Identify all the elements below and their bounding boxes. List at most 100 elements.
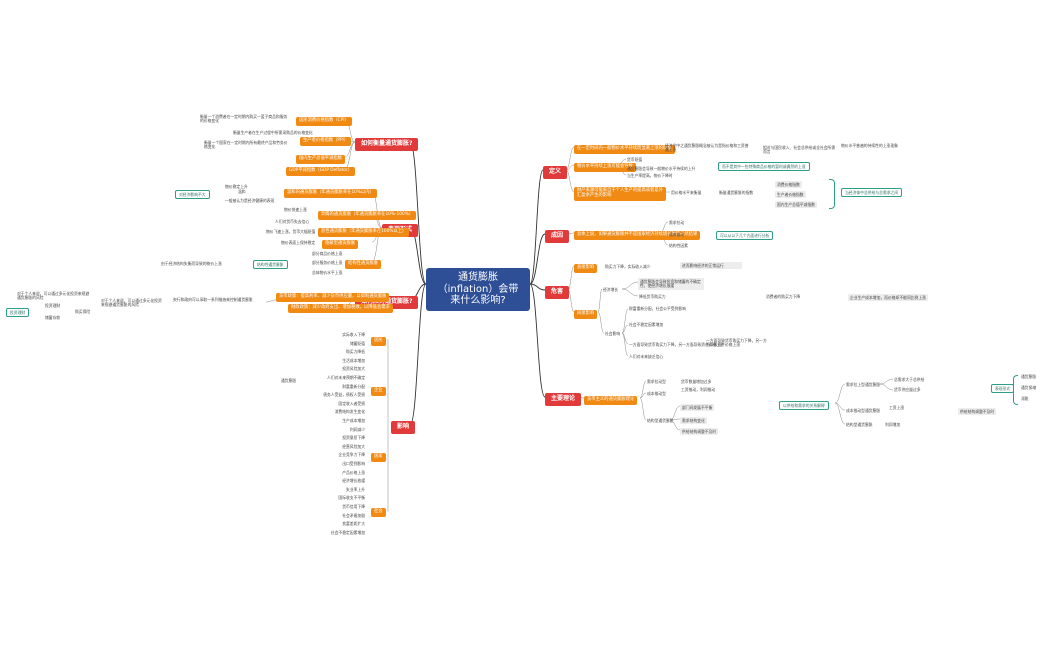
hazard-b2d: 人们对未来缺乏信心 [629,354,664,359]
connector [639,380,647,399]
forms-b[interactable]: 奔腾的通货膨胀（年通货膨胀率在10%-100%） [318,211,417,220]
connector [834,383,846,404]
hazard-a[interactable]: 直接影响 [574,264,598,273]
definition-c2: 衡量通货膨胀的指数 [719,190,754,195]
definition-b3: 当生产率提高，物价下降时 [627,173,673,178]
forms-e1: 部分商品价格上涨 [312,251,343,256]
hazard-b1c: 消费者的购买力下降 [766,294,801,299]
definition-b[interactable]: 物价水平持续上涨可能会导致 [574,163,636,172]
connector [621,281,639,290]
forms-a1: 物价稳定上升 [225,184,248,189]
impact-item: 经济增长放缓 [342,478,365,484]
definition-c3c: 国内生产总值平减指数 [775,201,817,209]
theory-a3b: 需求结构变化 [680,417,707,425]
root-node[interactable]: 通货膨胀（inflation）会带来什么影响? [426,268,530,311]
response-note2: 对于个人来说，可以通过多元化投资来规避通货膨胀的风险 [101,298,162,308]
impact-item: 失业率上升 [346,486,365,492]
connector [669,419,681,431]
impact-item: 生活成本增加 [342,357,365,363]
measure-d[interactable]: GDP平减指数（GDP Deflator） [286,167,355,176]
connector [529,283,546,398]
branch-measure[interactable]: 如何衡量通货膨胀? [355,138,419,151]
definition-c[interactable]: 财产来源可能来自于个人生产的提高或者是外汇盈余产生的影响 [574,187,666,201]
response-b[interactable]: 财政政策：减少政府支出、增加税收，以降低总需求 [288,304,393,313]
forms-d1: 物价表面上保持稳定 [281,240,316,245]
impact-item: 企业竞争力下降 [338,452,365,458]
definition-a1: 经济学中之通货膨胀概念被认为是指价格和工资普遍上涨 [665,143,749,153]
measure-a[interactable]: 居民消费价格指数（CPI） [296,117,352,126]
theory-note: 以供给和需求的关系解释 [779,401,829,411]
forms-anote: 对经济影响不大 [175,190,210,200]
hazard-b[interactable]: 间接影响 [574,310,598,319]
hazard-b2: 社会影响 [605,331,621,336]
theory-s1: 通货膨胀 [1021,374,1037,379]
connector [834,402,846,425]
connector [529,169,544,285]
measure-b[interactable]: 生产者价格指数（PPI） [300,137,352,146]
theory-b2a: 工资上涨 [889,405,905,410]
theory-a[interactable]: 货币主义的通货膨胀理论 [584,396,638,405]
theory-s3: 滞胀 [1021,396,1029,401]
hazard-b1a: 通货膨胀会导致投资和储蓄的不确定性，使经济增长放缓 [638,278,704,290]
hazard-b2c-note: 一方面导致货币购买力下降，另一方面导致资产价格上涨 [706,338,767,348]
connector [565,146,575,171]
impact-item: 国际收支不平衡 [338,495,365,501]
theory-b3: 结构型通货膨胀 [846,422,873,427]
theory-a3: 结构型通货膨胀 [647,418,674,423]
response-note: 央行和政府可以采取一系列措施来控制通货膨胀 [173,297,253,302]
definition-a[interactable]: 在一定时间内一般物价水平持续而显著上涨的现象 [574,145,675,154]
impact-g1[interactable]: 居民 [371,337,386,346]
impact-g4[interactable]: 社会 [371,508,386,517]
cause-a[interactable]: 总体上说，如果通货膨胀并不是国家经济持续增长时的必然结果 [574,231,701,240]
definition-c1: 用价格水平来衡量 [671,190,702,195]
measure-c[interactable]: 国内生产总值平减指数 [296,155,345,164]
impact-g2[interactable]: 企业 [371,387,386,396]
connector [669,405,681,421]
impact-item: 投资意愿下降 [342,435,365,441]
forms-e-tag: 结构性通货膨胀 [253,260,288,270]
theory-a1: 需求拉动型 [647,379,666,384]
response-n1: 对于个人来说，可以通过多元化投资来规避通货膨胀的风险 [17,291,90,301]
forms-d[interactable]: 隐蔽型通货膨胀 [322,240,359,249]
hazard-b1: 经济增长 [603,287,619,292]
definition-c3b: 生产者价格指数 [775,191,806,199]
connector [879,378,894,385]
theory-b2: 成本推动型通货膨胀 [846,408,881,413]
connector [597,288,603,313]
impact-item: 利润减少 [349,426,365,432]
forms-enote-text: 由于经济结构失衡而导致的物价上涨 [161,261,222,266]
connector [621,324,629,334]
forms-c1: 物价飞速上涨，货币大幅贬值 [266,229,316,234]
definition-b1: 货币贬值 [627,157,643,162]
forms-c[interactable]: 恶性通货膨胀（年通货膨胀率在100%以上） [318,228,410,237]
hazard-b2a: 财富重新分配，社会公平受到影响 [629,306,686,311]
definition-b2: 通货膨胀会导致一般物价水平持续的上升 [627,166,696,171]
branch-theory[interactable]: 主要理论 [545,393,582,406]
theory-a1a: 货币数量增加过多 [681,379,712,384]
forms-e[interactable]: 结构性通货膨胀 [345,260,382,269]
branch-cause[interactable]: 成因 [545,230,570,243]
branch-hazard[interactable]: 危害 [545,286,570,299]
connector [529,283,546,291]
impact-item: 经营风险加大 [342,443,365,449]
impact-g3[interactable]: 国家 [371,453,386,462]
theory-b1b: 货币供应量过多 [894,387,921,392]
connector [597,311,605,334]
definition-a3: 物价水平普遍的持续性的上涨现象 [841,143,898,148]
impact-item: 社会不稳定因素增加 [330,529,365,535]
theory-s2: 通货紧缩 [1021,385,1037,390]
theory-a3c: 供给结构调整不及时 [680,428,719,436]
branch-impact[interactable]: 影响 [391,421,416,434]
theory-side-bracket [1013,375,1018,405]
theory-b1a: 总需求大于总供给 [894,377,925,382]
response-a[interactable]: 货币政策：提高利率、减少货币供应量，以抑制通货膨胀 [276,293,390,302]
connector [879,383,894,391]
branch-definition[interactable]: 定义 [543,166,568,179]
hazard-a1: 购买力下降，实际收入减少 [605,264,651,269]
response-n4: 储蓄存款 [45,315,61,320]
connector [565,169,575,193]
forms-a[interactable]: 温和的通货膨胀（年通货膨胀率在10%以内） [284,189,377,198]
impact-item: 储蓄贬值 [349,340,365,346]
